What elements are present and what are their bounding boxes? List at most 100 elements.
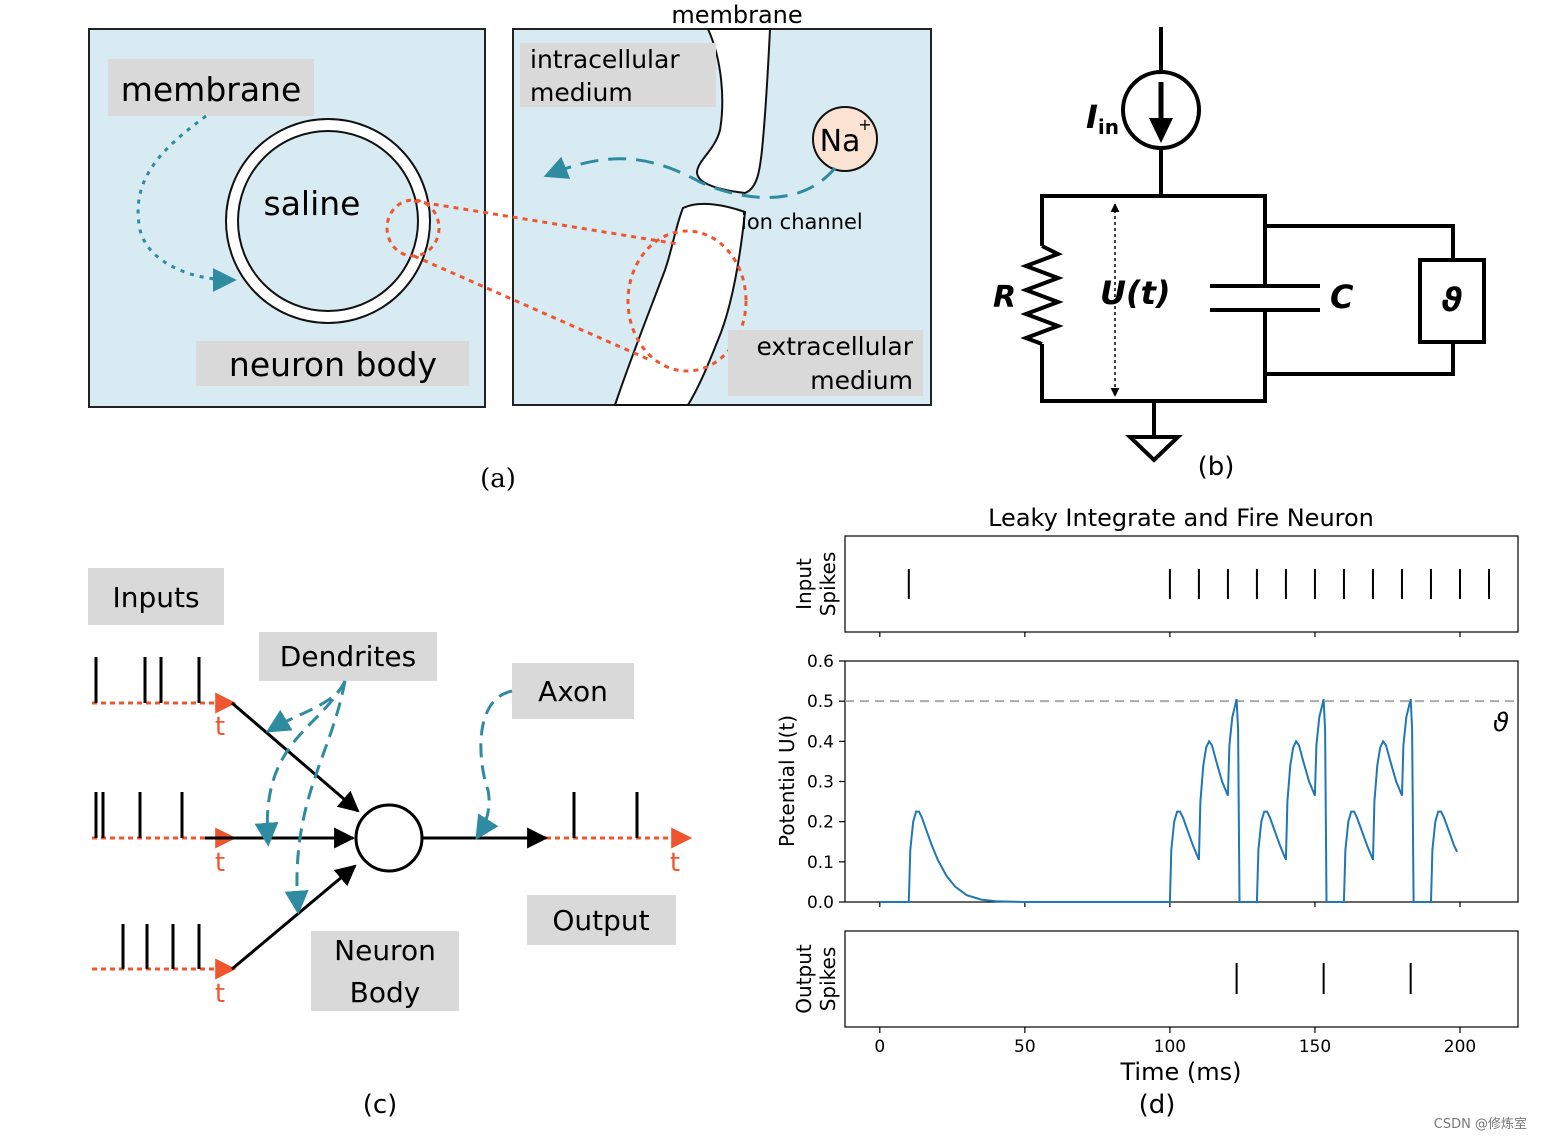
caption-b: (b) xyxy=(1198,452,1235,482)
input-xtick-marks xyxy=(879,632,1461,637)
potential-ytick-label: 0.1 xyxy=(807,853,834,873)
output-spikes-layer xyxy=(1235,963,1412,994)
neuron-body-label-box xyxy=(196,341,469,386)
inputs-label-box xyxy=(88,568,224,625)
watermark: CSDN @修炼室 xyxy=(1434,1116,1527,1132)
saline-label: saline xyxy=(264,184,361,223)
output-spike-train xyxy=(572,792,639,838)
membrane-label-box xyxy=(108,59,314,116)
membrane-potential-trace xyxy=(879,698,1459,903)
output-spikes-ylabel-line2: Spikes xyxy=(816,947,840,1012)
potential-axes xyxy=(844,660,1519,903)
dendrites-label: Dendrites xyxy=(280,640,416,673)
time-label-2: t xyxy=(215,848,225,878)
membrane-pointer-arrow xyxy=(136,114,237,292)
input-spikes-axes xyxy=(844,535,1519,633)
extracellular-label-line1: extracellular xyxy=(756,332,913,361)
sodium-ion-label: Na xyxy=(820,124,861,159)
dendrite-pointer-3 xyxy=(284,680,347,915)
threshold-symbol: ϑ xyxy=(1493,708,1509,738)
neuron-body-line2: Body xyxy=(350,976,421,1009)
axon-label-box xyxy=(512,663,634,719)
neuron-soma xyxy=(354,803,424,873)
dendrite-pointer-2 xyxy=(254,680,347,847)
inputs-label: Inputs xyxy=(112,581,199,614)
input-spike-train-1 xyxy=(94,657,201,703)
axon-label: Axon xyxy=(538,675,608,708)
top-membrane-label-bg xyxy=(663,2,809,28)
circuit-bottom-wire xyxy=(1040,312,1267,403)
x-tick-label: 0 xyxy=(874,1037,885,1057)
resistor-symbol xyxy=(1020,244,1064,346)
x-tick-label: 100 xyxy=(1154,1037,1186,1057)
zoom-connector-bottom xyxy=(413,254,651,362)
x-tick-label: 200 xyxy=(1444,1037,1476,1057)
threshold-box xyxy=(1418,258,1486,344)
zoom-circle-small xyxy=(385,198,441,258)
input-spikes-ylabel-line2: Spikes xyxy=(816,552,840,617)
x-axis-label: Time (ms) xyxy=(1120,1058,1242,1086)
zoom-circle-large xyxy=(626,229,748,373)
time-label-1: t xyxy=(215,712,225,742)
threshold-bottom-wire xyxy=(1265,342,1455,376)
neuron-body-line1: Neuron xyxy=(334,934,436,967)
circuit-top-wire xyxy=(1040,194,1267,284)
axon-pointer xyxy=(475,689,513,841)
output-label: Output xyxy=(552,904,649,937)
output-spikes-axes xyxy=(844,930,1519,1028)
synapse-1 xyxy=(231,701,360,813)
potential-ytick-label: 0.3 xyxy=(807,773,834,793)
sodium-ion-charge: + xyxy=(858,115,871,134)
panel-b-labels: Iin R U(t) C ϑ (b) xyxy=(993,98,1463,482)
input-spike-train-3 xyxy=(121,924,201,969)
dendrites-label-box xyxy=(259,632,437,681)
voltage-label: U(t) xyxy=(1100,274,1171,312)
caption-a: (a) xyxy=(480,464,516,494)
potential-yticks: 0.00.10.20.30.40.50.6 xyxy=(807,652,845,913)
ion-flow-arrow xyxy=(543,156,837,199)
panel-d: Leaky Integrate and Fire Neuron Input Sp… xyxy=(775,504,1519,1120)
capacitor-label: C xyxy=(1330,278,1354,316)
input-spikes-layer xyxy=(907,569,1490,599)
x-tick-label: 150 xyxy=(1299,1037,1331,1057)
time-label-output: t xyxy=(670,848,680,878)
potential-ytick-label: 0.4 xyxy=(807,732,834,752)
potential-ytick-label: 0.2 xyxy=(807,813,834,833)
ground-symbol xyxy=(1125,435,1183,463)
membrane-label: membrane xyxy=(121,70,302,109)
time-label-3: t xyxy=(215,979,225,1009)
current-arrow-head xyxy=(1149,118,1173,143)
synapse-3 xyxy=(231,864,357,971)
zoom-connector-top xyxy=(413,199,679,246)
panel-c: Inputs Dendrites Axon Neuron Body Output… xyxy=(88,568,693,1120)
inner-saline-circle xyxy=(237,130,419,312)
extracellular-label-box xyxy=(728,330,923,396)
chart-title: Leaky Integrate and Fire Neuron xyxy=(988,504,1374,532)
intracellular-label-line1: intracellular xyxy=(530,45,680,74)
panel-b xyxy=(1020,27,1486,463)
intracellular-label-line2: medium xyxy=(530,78,633,107)
dendrite-pointer-1 xyxy=(265,680,347,733)
output-xticks: 0 50 100 150 200 xyxy=(874,1027,1476,1057)
input-spike-train-2 xyxy=(94,792,184,838)
current-label: Iin xyxy=(1086,98,1119,139)
extracellular-label-line2: medium xyxy=(810,366,913,395)
potential-ylabel: Potential U(t) xyxy=(775,715,799,847)
threshold-top-wire xyxy=(1265,224,1455,260)
x-tick-label: 50 xyxy=(1014,1037,1036,1057)
output-label-box xyxy=(527,895,676,945)
threshold-label: ϑ xyxy=(1441,281,1462,319)
potential-ytick-label: 0.0 xyxy=(807,893,834,913)
output-spikes-ylabel-line1: Output xyxy=(792,944,816,1014)
sodium-ion xyxy=(812,106,878,172)
potential-ytick-label: 0.6 xyxy=(807,652,834,672)
intracellular-label-box xyxy=(520,43,716,107)
neuron-body-label: neuron body xyxy=(229,345,437,384)
panel-a: membrane saline neuron body membrane int… xyxy=(88,1,932,494)
caption-d: (d) xyxy=(1139,1090,1176,1120)
neuron-body-box xyxy=(311,931,459,1011)
input-spikes-ylabel-line1: Input xyxy=(792,558,816,610)
resistor-label: R xyxy=(993,280,1016,315)
top-membrane-label: membrane xyxy=(671,1,802,29)
